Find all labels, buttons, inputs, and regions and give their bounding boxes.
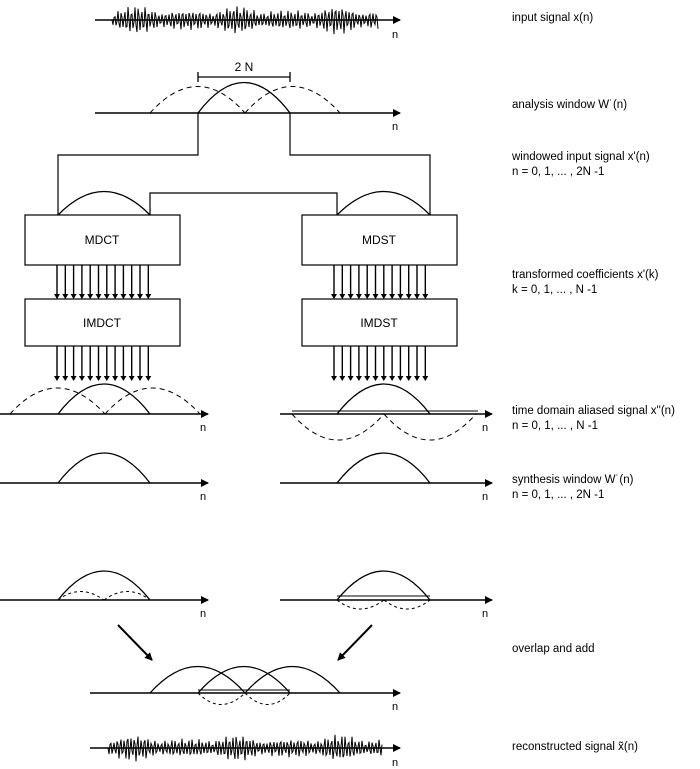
analysis-window-prev <box>149 86 246 114</box>
reconstructed-waveform <box>107 734 383 762</box>
output-right-solid <box>336 570 431 601</box>
imdst-label: IMDST <box>360 316 398 330</box>
aliased-right-current <box>336 383 431 415</box>
aliased-right-below-prev <box>291 413 385 441</box>
overlap-window-c <box>244 665 341 694</box>
synthesis-right: n <box>280 452 493 503</box>
caption-input-text: input signal x(n) <box>512 12 594 24</box>
windowed-segment-right <box>336 191 431 216</box>
imdct-box <box>24 298 181 347</box>
analysis-window-current <box>197 81 291 114</box>
aliased-left-axis-label: n <box>200 422 206 434</box>
overlap-dashed-a <box>197 692 246 705</box>
caption-coeffs-line1: transformed coefficients x'(k) <box>512 269 659 281</box>
split-connectors <box>57 113 431 216</box>
overlap-add: n <box>90 665 401 713</box>
caption-synthesis-line1: synthesis window W˙(n) <box>512 474 634 486</box>
aliased-left: n <box>0 383 209 434</box>
mdct-box <box>24 214 181 266</box>
output-right-dashed-a <box>336 599 385 610</box>
caption-analysis-text: analysis window W˙(n) <box>512 99 628 111</box>
caption-synthesis: synthesis window W˙(n) n = 0, 1, ... , 2… <box>512 473 633 503</box>
aliased-right: n <box>280 383 493 441</box>
caption-reconstructed: reconstructed signal x̃(n) <box>512 740 638 755</box>
caption-windowed-line2: n = 0, 1, ... , 2N -1 <box>512 166 605 178</box>
mdct-block: MDCT <box>24 214 181 266</box>
synthesis-left-window <box>57 452 151 484</box>
overlap-window-a <box>149 665 246 694</box>
reconstructed-signal: n <box>90 734 401 769</box>
caption-coeffs: transformed coefficients x'(k) k = 0, 1,… <box>512 268 658 298</box>
aliased-right-below-next <box>383 413 477 441</box>
aliased-left-next <box>104 387 201 415</box>
aliased-right-axis-label: n <box>482 422 488 434</box>
output-left-dashed-a <box>57 591 105 601</box>
windowed-segment-left <box>57 191 151 216</box>
synthesis-right-window <box>336 452 431 484</box>
output-right-dashed-b <box>383 599 431 610</box>
caption-windowed: windowed input signal x'(n) n = 0, 1, ..… <box>512 150 650 180</box>
synthesis-left-axis-label: n <box>200 491 206 503</box>
output-left-solid <box>57 570 151 601</box>
synthesis-left: n <box>0 452 209 503</box>
caption-windowed-line1: windowed input signal x'(n) <box>512 151 650 163</box>
output-right-axis-label: n <box>482 608 488 620</box>
output-right: n <box>280 570 493 620</box>
caption-coeffs-line2: k = 0, 1, ... , N -1 <box>512 284 598 296</box>
overlap-axis-label: n <box>392 701 398 713</box>
caption-aliased-line1: time domain aliased signal x''(n) <box>512 405 675 417</box>
caption-aliased: time domain aliased signal x''(n) n = 0,… <box>512 404 675 434</box>
input-signal: n <box>95 6 401 41</box>
imdst-box <box>301 298 458 347</box>
analysis-axis-label: n <box>392 121 398 133</box>
analysis-window-next <box>244 86 341 114</box>
imdct-label: IMDCT <box>83 316 122 330</box>
caption-overlap-text: overlap and add <box>512 643 595 655</box>
mdst-label: MDST <box>362 233 397 247</box>
mdst-box <box>301 214 458 266</box>
connector-left <box>57 113 199 215</box>
caption-aliased-line2: n = 0, 1, ... , N -1 <box>512 420 598 432</box>
caption-overlap: overlap and add <box>512 642 594 657</box>
mdct-label: MDCT <box>85 233 120 247</box>
input-axis-label: n <box>392 29 398 41</box>
output-left-axis-label: n <box>200 608 206 620</box>
merge-arrow-right <box>337 624 373 661</box>
connector-right <box>289 113 431 215</box>
analysis-window: 2 N n <box>95 60 401 133</box>
coefficient-arrows-upper <box>54 265 429 299</box>
input-waveform <box>111 6 379 35</box>
output-left-dashed-b <box>103 591 151 601</box>
imdst-block: IMDST <box>301 298 458 347</box>
overlap-window-b <box>197 665 291 694</box>
synthesis-right-axis-label: n <box>482 491 488 503</box>
merge-arrow-left <box>117 624 153 661</box>
aliased-left-prev <box>9 387 106 415</box>
overlap-dashed-b <box>244 692 291 705</box>
caption-synthesis-line2: n = 0, 1, ... , 2N -1 <box>512 489 605 501</box>
span-label: 2 N <box>235 60 254 74</box>
connector-middle <box>149 192 338 215</box>
reconstructed-axis-label: n <box>392 757 398 769</box>
mdst-block: MDST <box>301 214 458 266</box>
caption-analysis: analysis window W˙(n) <box>512 98 627 113</box>
output-left: n <box>0 570 209 620</box>
caption-input: input signal x(n) <box>512 11 593 26</box>
caption-reconstructed-text: reconstructed signal x̃(n) <box>512 741 638 753</box>
aliased-left-current <box>57 383 151 415</box>
imdct-block: IMDCT <box>24 298 181 347</box>
coefficient-arrows-lower <box>54 346 429 381</box>
